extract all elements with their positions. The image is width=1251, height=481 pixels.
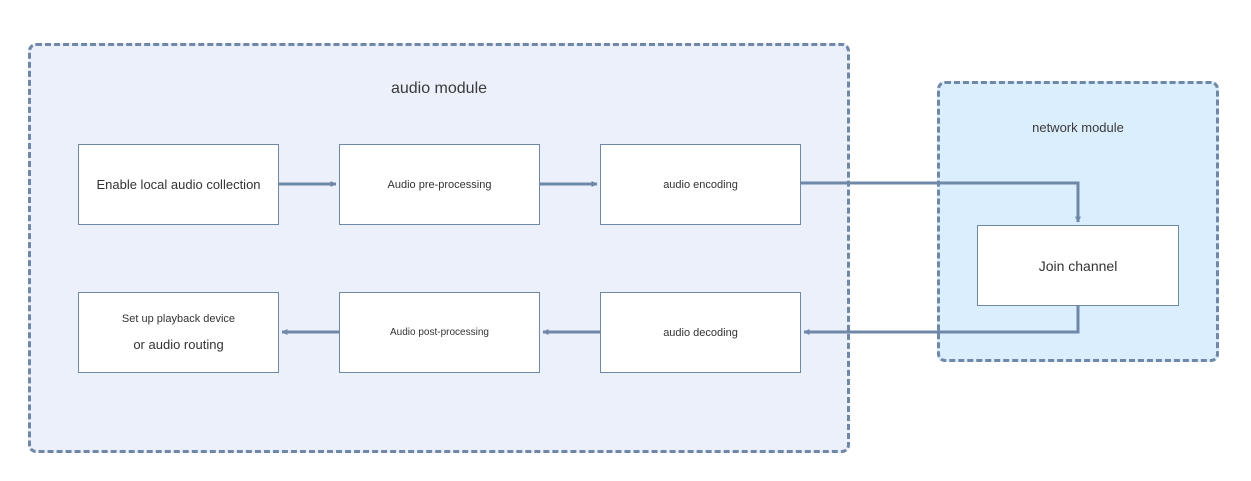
enable-local-audio-collection-label: Enable local audio collection [96, 177, 261, 192]
audio-encoding-label: audio encoding [663, 178, 738, 191]
audio-post-processing-node: Audio post-processing [339, 292, 540, 373]
audio-module-group: audio module [28, 43, 850, 453]
audio-post-processing-label: Audio post-processing [390, 327, 489, 338]
audio-pre-processing-label: Audio pre-processing [387, 178, 492, 191]
audio-pre-processing-node: Audio pre-processing [339, 144, 540, 225]
network-module-group: network module [937, 81, 1219, 362]
audio-module-title: audio module [390, 80, 488, 97]
set-up-playback-device-label-line2: or audio routing [133, 337, 224, 352]
network-module-title: network module [1032, 120, 1124, 135]
enable-local-audio-collection-node: Enable local audio collection [78, 144, 279, 225]
audio-encoding-node: audio encoding [600, 144, 801, 225]
audio-decoding-label: audio decoding [663, 326, 738, 339]
set-up-playback-device-label-line1: Set up playback device [121, 313, 236, 325]
set-up-playback-device-node: Set up playback device or audio routing [78, 292, 279, 373]
audio-decoding-node: audio decoding [600, 292, 801, 373]
join-channel-node: Join channel [977, 225, 1179, 306]
join-channel-label: Join channel [1038, 257, 1118, 274]
